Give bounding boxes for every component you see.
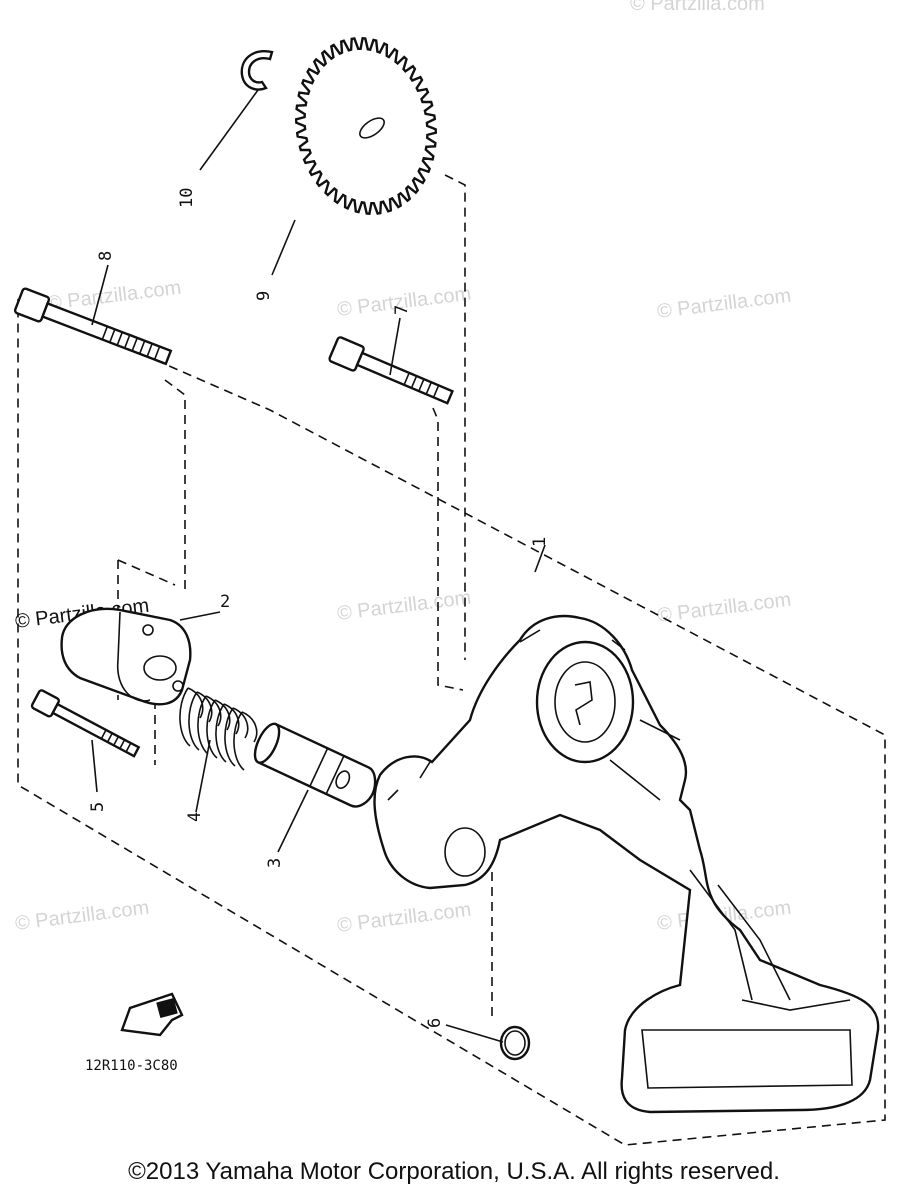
alignment-line xyxy=(444,174,466,660)
callout-1: 1 xyxy=(530,537,550,547)
assembly-outline xyxy=(17,298,886,1146)
alignment-line xyxy=(117,559,176,586)
alignment-line xyxy=(432,407,464,691)
o-ring xyxy=(499,1025,531,1061)
watermark: © Partzilla.com xyxy=(656,285,792,323)
watermark: © Partzilla.com xyxy=(46,277,182,315)
leader-line xyxy=(179,611,221,621)
callout-4: 4 xyxy=(185,812,205,822)
watermark: © Partzilla.com xyxy=(656,589,792,627)
leader-line xyxy=(277,789,309,853)
callout-3: 3 xyxy=(265,858,285,868)
callout-6: 6 xyxy=(425,1018,445,1028)
leader-line xyxy=(445,1024,504,1043)
copyright-notice: ©2013 Yamaha Motor Corporation, U.S.A. A… xyxy=(128,1158,780,1185)
leader-line xyxy=(91,264,109,326)
alignment-line xyxy=(164,379,186,595)
cover xyxy=(60,607,192,706)
callout-9: 9 xyxy=(254,291,274,301)
callout-10: 10 xyxy=(177,188,197,208)
watermark: © Partzilla.com xyxy=(630,0,765,15)
leader-line xyxy=(199,89,259,171)
leader-line xyxy=(389,317,401,376)
callout-7: 7 xyxy=(392,305,412,315)
plunger xyxy=(253,722,377,808)
gear xyxy=(294,37,438,215)
circlip xyxy=(240,50,274,91)
leader-line xyxy=(534,544,546,573)
bolt-7 xyxy=(328,336,455,405)
leader-line xyxy=(91,739,98,793)
watermark: © Partzilla.com xyxy=(336,587,472,625)
drawing-code: 12R110-3C80 xyxy=(85,1058,178,1074)
front-arrow-icon xyxy=(120,992,184,1037)
oil-pump-body xyxy=(373,614,880,1114)
callout-8: 8 xyxy=(96,251,116,261)
watermark: © Partzilla.com xyxy=(336,899,472,937)
watermark: © Partzilla.com xyxy=(14,897,150,935)
spring xyxy=(179,687,258,771)
leader-line xyxy=(271,219,296,276)
callout-5: 5 xyxy=(88,802,108,812)
callout-2: 2 xyxy=(220,592,230,612)
leader-line xyxy=(195,739,211,813)
bolt-5 xyxy=(30,689,141,758)
bolt-8 xyxy=(13,287,173,366)
watermark: © Partzilla.com xyxy=(540,0,675,5)
